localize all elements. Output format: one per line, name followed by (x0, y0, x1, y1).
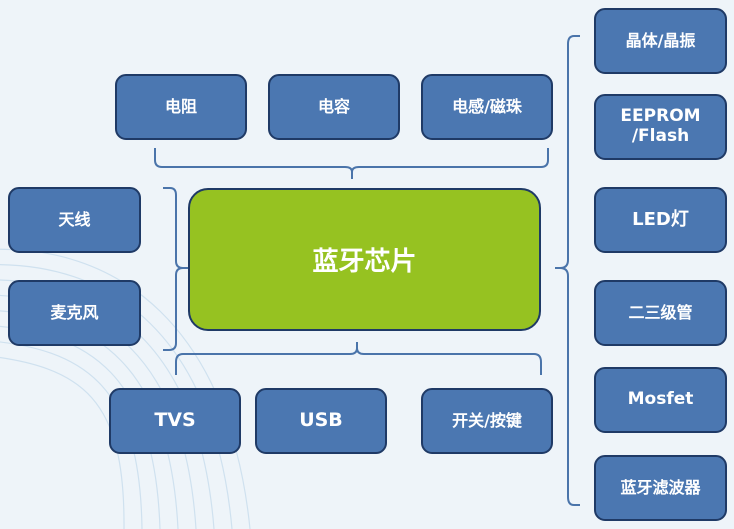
component-capacitor: 电容 (268, 74, 400, 140)
bluetooth-chip-label: 蓝牙芯片 (312, 247, 417, 277)
component-label-line2: /Flash (631, 126, 690, 146)
component-label: Mosfet (627, 389, 694, 410)
component-microphone: 麦克风 (8, 280, 141, 346)
component-label: TVS (154, 409, 196, 432)
component-usb: USB (255, 388, 387, 454)
bottom-bracket (175, 342, 542, 375)
component-crystal-oscillator: 晶体/晶振 (594, 8, 727, 74)
component-led: LED灯 (594, 187, 727, 253)
component-label: 蓝牙滤波器 (620, 477, 701, 497)
left-bracket (163, 187, 188, 351)
component-eeprom-flash: EEPROM /Flash (594, 94, 727, 160)
component-label: 电感/磁珠 (452, 96, 522, 116)
bluetooth-chip: 蓝牙芯片 (188, 188, 541, 331)
component-antenna: 天线 (8, 187, 141, 253)
component-label: 电容 (317, 96, 350, 116)
component-tvs: TVS (109, 388, 241, 454)
component-mosfet: Mosfet (594, 367, 727, 433)
component-label: 电阻 (164, 96, 197, 116)
component-inductor-bead: 电感/磁珠 (421, 74, 553, 140)
component-switch-button: 开关/按键 (421, 388, 553, 454)
component-label: USB (299, 409, 343, 432)
right-bracket (555, 35, 580, 506)
component-label-line1: EEPROM (620, 106, 701, 127)
component-resistor: 电阻 (115, 74, 247, 140)
component-diode-transistor: 二三级管 (594, 280, 727, 346)
component-label: LED灯 (632, 208, 689, 230)
component-label: 二三级管 (628, 302, 693, 322)
component-bluetooth-filter: 蓝牙滤波器 (594, 455, 727, 521)
component-label: 开关/按键 (452, 410, 522, 430)
component-label: 天线 (58, 209, 91, 229)
component-label: 晶体/晶振 (625, 30, 696, 50)
component-label: 麦克风 (50, 302, 99, 322)
top-bracket (154, 148, 549, 179)
